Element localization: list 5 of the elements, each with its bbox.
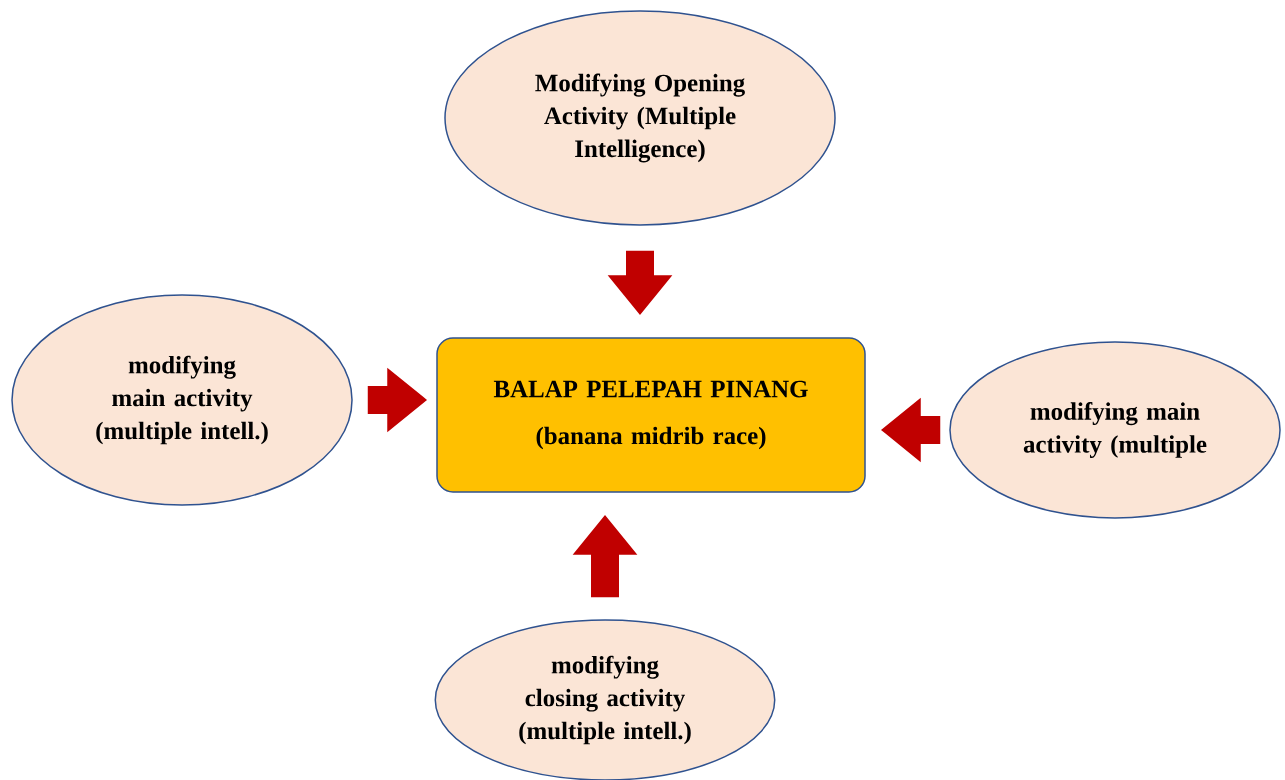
ellipse-node: modifying main activity (multiple intell.)	[11, 294, 353, 506]
process-box: BALAP PELEPAH PINANG (banana midrib race)	[436, 337, 866, 493]
ellipse-node: modifying closing activity (multiple intell.)	[434, 619, 776, 780]
ellipse-node: Modifying Opening Activity (Multiple Intelligence)	[444, 10, 836, 226]
ellipse-node: modifying main activity (multiple	[949, 341, 1281, 519]
